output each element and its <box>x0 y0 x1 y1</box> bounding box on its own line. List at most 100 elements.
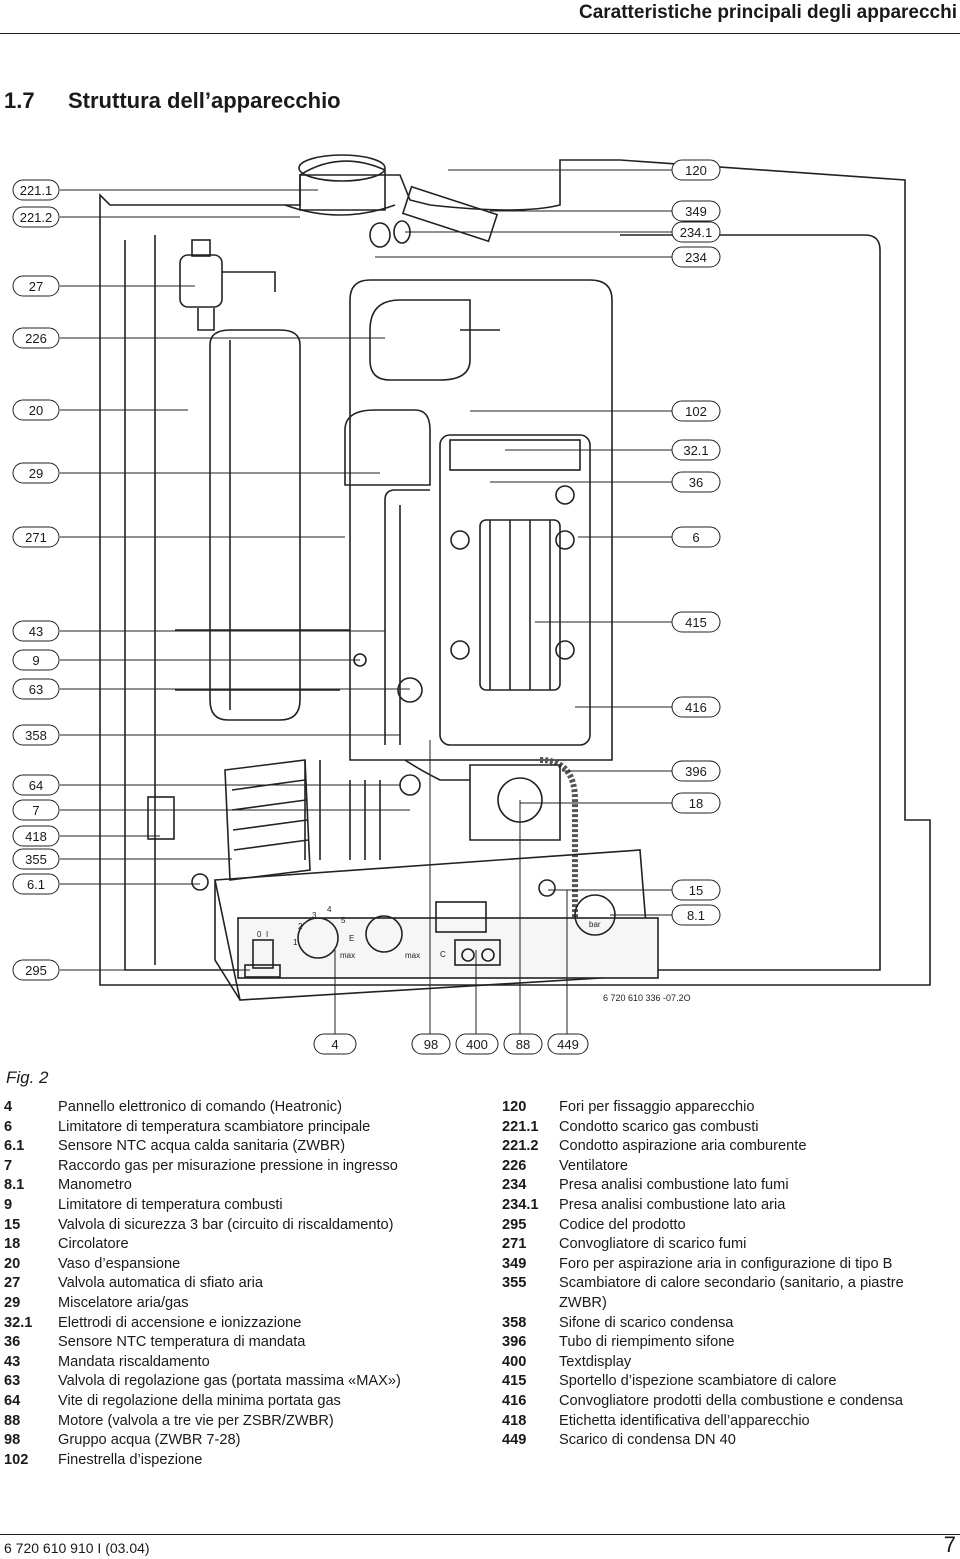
header-rule <box>0 33 960 34</box>
legend-description: Miscelatore aria/gas <box>58 1294 189 1311</box>
heating-knob <box>297 917 339 959</box>
legend-item: 4 Pannello elettronico di comando (Heatro… <box>4 1098 474 1118</box>
callout-label: 4 <box>331 1037 338 1052</box>
callout-bottom: 449 <box>547 1033 589 1055</box>
main-switch <box>252 939 274 969</box>
legend-item: 415 Sportello d’ispezione scambiatore di … <box>502 1372 932 1392</box>
legend-description: Elettrodi di accensione e ionizzazione <box>58 1314 302 1331</box>
legend-number: 63 <box>4 1373 21 1390</box>
callout-right: 15 <box>671 879 721 901</box>
knob-mark-5: 5 <box>341 916 346 925</box>
legend-description: Sportello d’ispezione scambiatore di cal… <box>559 1373 837 1390</box>
manometer-unit: bar <box>589 920 601 929</box>
fan-assembly <box>369 299 471 381</box>
knob-mark-1: 1 <box>293 938 298 947</box>
legend-number: 415 <box>502 1373 527 1390</box>
legend-number: 400 <box>502 1353 527 1370</box>
legend-description: Etichetta identificativa dell’apparecchi… <box>559 1412 810 1429</box>
legend-number: 6 <box>4 1118 13 1135</box>
callout-label: 88 <box>516 1037 530 1052</box>
legend-item: 98 Gruppo acqua (ZWBR 7-28) <box>4 1431 474 1451</box>
dhw-knob <box>365 915 403 953</box>
callout-left: 355 <box>12 848 60 870</box>
legend-number: 29 <box>4 1294 21 1311</box>
legend-description: Fori per fissaggio apparecchio <box>559 1099 755 1115</box>
back-frame <box>99 159 931 986</box>
legend-description: Codice del prodotto <box>559 1216 686 1233</box>
legend-number: 295 <box>502 1216 527 1233</box>
callout-label: 15 <box>689 883 703 898</box>
legend-number: 234 <box>502 1177 527 1194</box>
legend-number: 4 <box>4 1099 13 1115</box>
callout-right: 18 <box>671 792 721 814</box>
callout-label: 120 <box>685 163 707 178</box>
callout-label: 7 <box>32 803 39 818</box>
legend-description: Sensore NTC temperatura di mandata <box>58 1334 306 1351</box>
legend-description: Valvola di sicurezza 3 bar (circuito di … <box>58 1216 394 1233</box>
legend-description: Gruppo acqua (ZWBR 7-28) <box>58 1432 241 1449</box>
legend-number: 234.1 <box>502 1196 539 1213</box>
text-display <box>435 901 487 933</box>
page-number: 7 <box>943 1532 956 1557</box>
legend-number: 226 <box>502 1157 527 1174</box>
knob-mark-4: 4 <box>327 905 332 914</box>
callout-label: 418 <box>25 829 47 844</box>
inner-frame <box>124 234 881 971</box>
callout-right: 102 <box>671 400 721 422</box>
legend-number: 221.1 <box>502 1118 539 1135</box>
legend-number: 18 <box>4 1236 21 1253</box>
legend-number: 120 <box>502 1099 527 1115</box>
callout-right: 415 <box>671 611 721 633</box>
callout-bottom: 4 <box>313 1033 357 1055</box>
mixer <box>344 409 431 486</box>
callout-label: 449 <box>557 1037 579 1052</box>
callout-left: 63 <box>12 678 60 700</box>
legend-number: 8.1 <box>4 1177 25 1194</box>
legend-description: Pannello elettronico di comando (Heatron… <box>58 1099 342 1115</box>
footer-document-code: 6 720 610 910 I (03.04) <box>4 1540 150 1556</box>
legend-description: Valvola automatica di sfiato aria <box>58 1275 263 1292</box>
legend-item: 36 Sensore NTC temperatura di mandata <box>4 1333 474 1353</box>
plate-exchanger <box>224 759 311 881</box>
callout-label: 396 <box>685 764 707 779</box>
legend-number: 98 <box>4 1432 21 1449</box>
dhw-mark-max: max <box>405 951 420 960</box>
legend-description: Scambiatore di calore secondario (sanita… <box>559 1275 904 1311</box>
section-title-text: Struttura dell’apparecchio <box>68 88 341 113</box>
flue-pipe <box>384 489 430 745</box>
callout-left: 295 <box>12 959 60 981</box>
legend-number: 88 <box>4 1412 21 1429</box>
legend-item: 418 Etichetta identificativa dell’apparec… <box>502 1412 932 1432</box>
legend-number: 449 <box>502 1432 527 1449</box>
legend-number: 36 <box>4 1334 21 1351</box>
legend-item: 29 Miscelatore aria/gas <box>4 1294 474 1314</box>
switch-mark-0: 0 <box>257 930 262 939</box>
legend-item: 32.1 Elettrodi di accensione e ionizzazio… <box>4 1314 474 1334</box>
legend-description: Sensore NTC acqua calda sanitaria (ZWBR) <box>58 1138 346 1155</box>
legend-number: 349 <box>502 1255 527 1272</box>
legend-number: 418 <box>502 1412 527 1429</box>
callout-label: 295 <box>25 963 47 978</box>
legend-description: Raccordo gas per misurazione pressione i… <box>58 1157 398 1174</box>
legend-number: 32.1 <box>4 1314 33 1331</box>
callout-label: 400 <box>466 1037 488 1052</box>
legend-item: 295 Codice del prodotto <box>502 1216 932 1236</box>
legend-number: 9 <box>4 1196 13 1213</box>
callout-label: 355 <box>25 852 47 867</box>
callout-label: 20 <box>29 403 43 418</box>
legend-description: Vite di regolazione della minima portata… <box>58 1392 341 1409</box>
callout-label: 415 <box>685 615 707 630</box>
callout-left: 43 <box>12 620 60 642</box>
legend-description: Presa analisi combustione lato aria <box>559 1196 786 1213</box>
callout-label: 6 <box>692 530 699 545</box>
